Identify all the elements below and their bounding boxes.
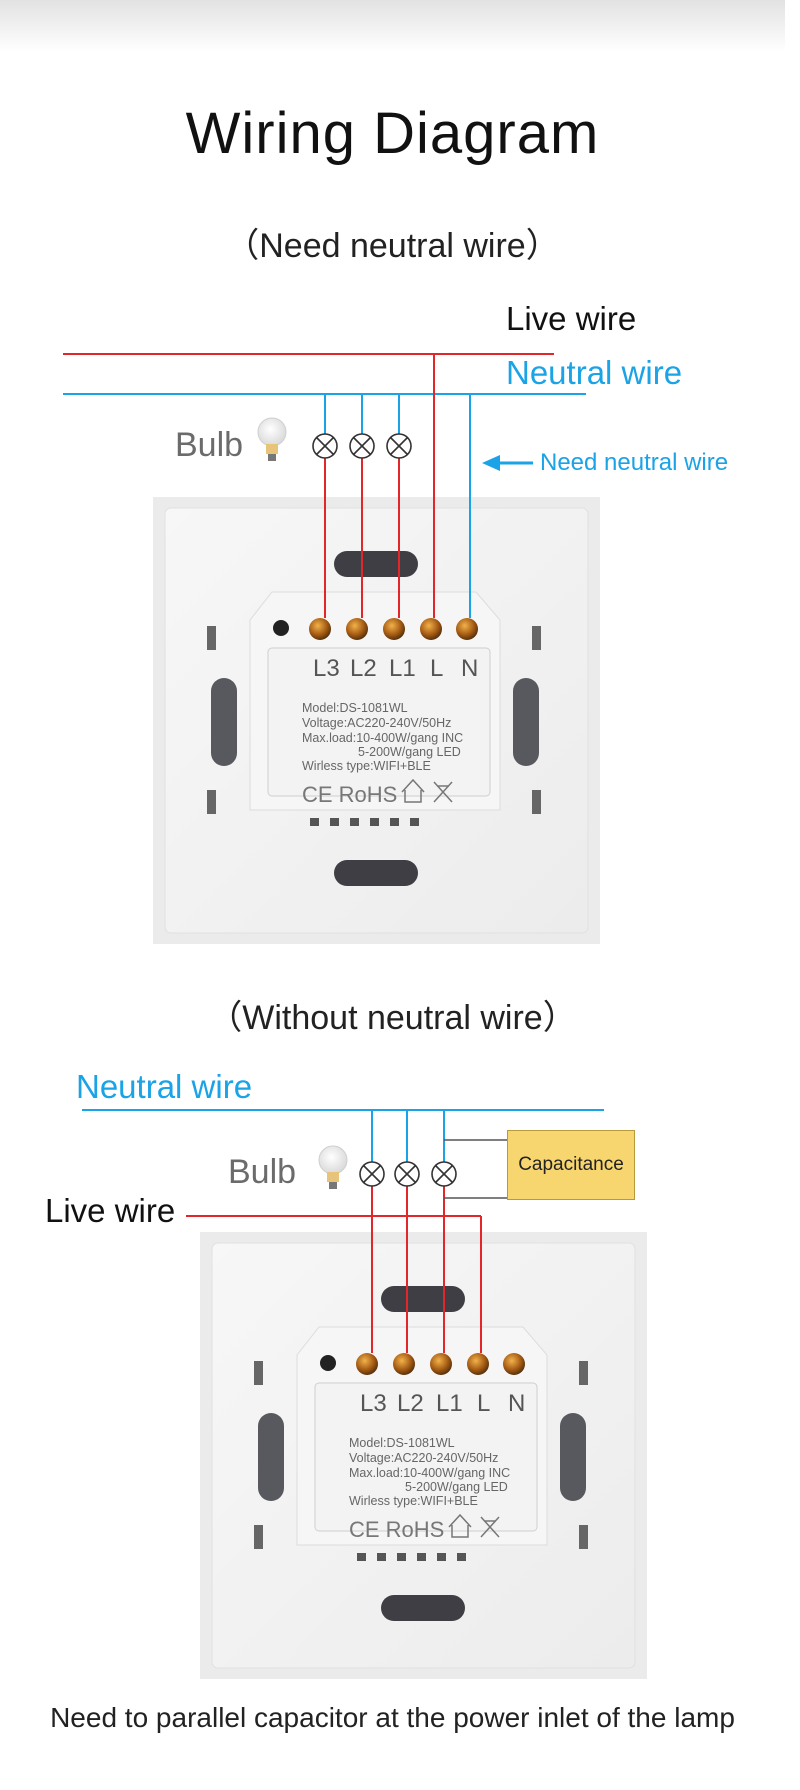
device-wireless: Wirless type:WIFI+BLE [302,759,431,773]
device-model: Model:DS-1081WL [349,1436,455,1450]
lamp-symbol-icon [394,1161,420,1187]
terminal-screw [456,618,478,640]
module1-vent [310,818,319,826]
lamp-symbol-icon [431,1161,457,1187]
terminal-screw [420,618,442,640]
device-cert-marks: CE RoHS [349,1517,444,1542]
top-shadow-bar [0,0,785,52]
lamp-symbol-icon [312,433,338,459]
terminal-label-l1: L1 [389,655,416,682]
terminal-label-l3: L3 [313,655,340,682]
lamp-symbol-icon [386,433,412,459]
plate2-slot [579,1525,588,1549]
terminal-label-l3: L3 [360,1390,387,1417]
terminal-label-l2: L2 [397,1390,424,1417]
device-wireless: Wirless type:WIFI+BLE [349,1494,478,1508]
diagram2-subtitle: （Without neutral wire） [208,999,577,1037]
recycle-bin-icon [448,1513,500,1538]
terminal-screw [309,618,331,640]
plate2-mount-hole [381,1286,465,1312]
lamp-symbol-icon [349,433,375,459]
diagram2-bulb-label: Bulb [228,1153,297,1191]
terminal-screw [393,1353,415,1375]
device-voltage: Voltage:AC220-240V/50Hz [349,1451,498,1465]
diagram2-neutral-wire-label: Neutral wire [76,1068,253,1105]
plate2-slot [579,1361,588,1385]
diagram1-bulb-label: Bulb [175,426,244,464]
module1-vent [350,818,359,826]
module1-led-hole [273,620,289,636]
page-title: Wiring Diagram [185,101,600,166]
diagram1: L3 L2 L1 L N Model:DS-1081WL Voltage:AC2… [63,353,600,944]
diagram1-live-wire-label: Live wire [506,300,637,337]
module2-label-area [314,1382,538,1532]
device-maxload: Max.load:10-400W/gang INC [302,731,463,745]
diagram2-live-wire-label: Live wire [45,1192,176,1229]
plate1-slot [207,626,216,650]
diagram2: L3 L2 L1 L N Model:DS-1081WL Voltage:AC2… [82,1109,647,1679]
module1-vent [330,818,339,826]
device-maxload: Max.load:10-400W/gang INC [349,1466,510,1480]
capacitor-box: Capacitance [507,1130,635,1200]
terminal-label-l: L [430,655,443,682]
footer-note: Need to parallel capacitor at the power … [50,1702,735,1733]
diagram1-neutral-wire-label: Neutral wire [506,354,683,391]
module2-vent [377,1553,386,1561]
plate1-mount-hole [211,678,237,766]
plate1-mount-hole [334,860,418,886]
plate1-slot [207,790,216,814]
module2-vent [437,1553,446,1561]
lamp-symbol-icon [359,1161,385,1187]
module2-vent [397,1553,406,1561]
plate2-slot [254,1361,263,1385]
plate1-slot [532,626,541,650]
diagram1-subtitle: （Need neutral wire） [225,227,560,265]
terminal-label-n: N [461,655,478,682]
device-maxload-led: 5-200W/gang LED [358,745,461,759]
terminal-screw [503,1353,525,1375]
capacitor-label: Capacitance [518,1154,624,1175]
terminal-label-l: L [477,1390,490,1417]
plate2-mount-hole [381,1595,465,1621]
module1-label-area [267,647,491,797]
module1-vent [410,818,419,826]
terminal-screw [346,618,368,640]
terminal-label-l2: L2 [350,655,377,682]
plate2-slot [254,1525,263,1549]
terminal-label-n: N [508,1390,525,1417]
light-bulb-icon [318,1145,348,1189]
module2-vent [417,1553,426,1561]
plate2-mount-hole [258,1413,284,1501]
terminal-label-l1: L1 [436,1390,463,1417]
need-neutral-arrow-icon [482,455,533,471]
terminal-screw [383,618,405,640]
module1-vent [370,818,379,826]
device-voltage: Voltage:AC220-240V/50Hz [302,716,451,730]
recycle-bin-icon [401,778,453,803]
device-cert-marks: CE RoHS [302,782,397,807]
terminal-screw [467,1353,489,1375]
plate1-mount-hole [334,551,418,577]
module1-vent [390,818,399,826]
module2-led-hole [320,1355,336,1371]
diagram1-need-neutral-note: Need neutral wire [540,449,729,476]
terminal-screw [430,1353,452,1375]
device-maxload-led: 5-200W/gang LED [405,1480,508,1494]
module2-vent [457,1553,466,1561]
terminal-screw [356,1353,378,1375]
device-model: Model:DS-1081WL [302,701,408,715]
plate1-slot [532,790,541,814]
light-bulb-icon [257,417,287,461]
plate2-mount-hole [560,1413,586,1501]
plate1-mount-hole [513,678,539,766]
module2-vent [357,1553,366,1561]
